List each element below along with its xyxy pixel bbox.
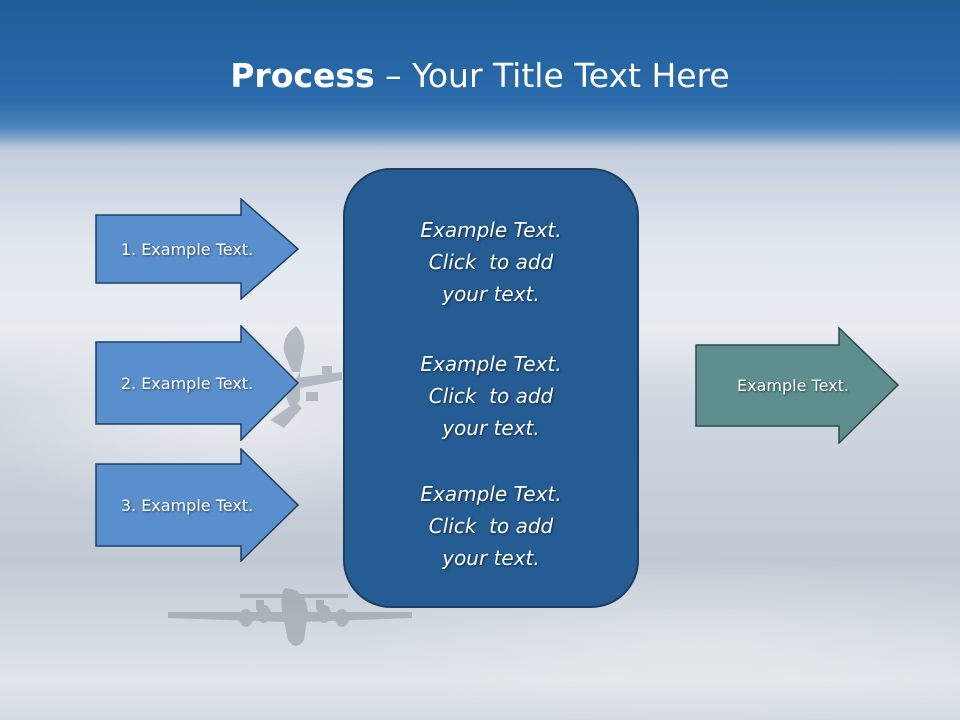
output-arrow[interactable]: Example Text. — [695, 327, 899, 444]
input-arrow-2-label: 2. Example Text. — [120, 373, 254, 393]
input-arrow-3[interactable]: 3. Example Text. — [95, 448, 299, 562]
slide-title: Process – Your Title Text Here — [0, 52, 960, 100]
center-text-line: Click to add — [428, 250, 554, 274]
center-text-block-1: Example Text. Click to add your text. — [345, 214, 637, 310]
center-text-line: Example Text. — [420, 352, 562, 376]
center-text-line: Example Text. — [420, 218, 562, 242]
title-bold: Process — [230, 56, 375, 95]
center-process-box[interactable]: Example Text. Click to add your text. Ex… — [343, 168, 639, 608]
center-text-block-2: Example Text. Click to add your text. — [345, 348, 637, 444]
center-text-line: your text. — [442, 546, 540, 570]
center-text-block-3: Example Text. Click to add your text. — [345, 478, 637, 574]
title-rest: – Your Title Text Here — [374, 56, 730, 95]
output-arrow-label: Example Text. — [737, 376, 849, 395]
arrow-shape — [95, 448, 299, 562]
center-text-line: your text. — [442, 416, 540, 440]
input-arrow-2[interactable]: 2. Example Text. — [95, 325, 299, 441]
arrow-shape — [95, 198, 299, 300]
input-arrow-1[interactable]: 1. Example Text. — [95, 198, 299, 300]
arrow-shape — [695, 327, 899, 444]
arrow-shape — [95, 325, 299, 441]
input-arrow-3-label: 3. Example Text. — [120, 495, 254, 515]
center-text-line: your text. — [442, 282, 540, 306]
input-arrow-1-label: 1. Example Text. — [120, 239, 254, 259]
center-text-line: Click to add — [428, 384, 554, 408]
center-text-line: Click to add — [428, 514, 554, 538]
center-text-line: Example Text. — [420, 482, 562, 506]
